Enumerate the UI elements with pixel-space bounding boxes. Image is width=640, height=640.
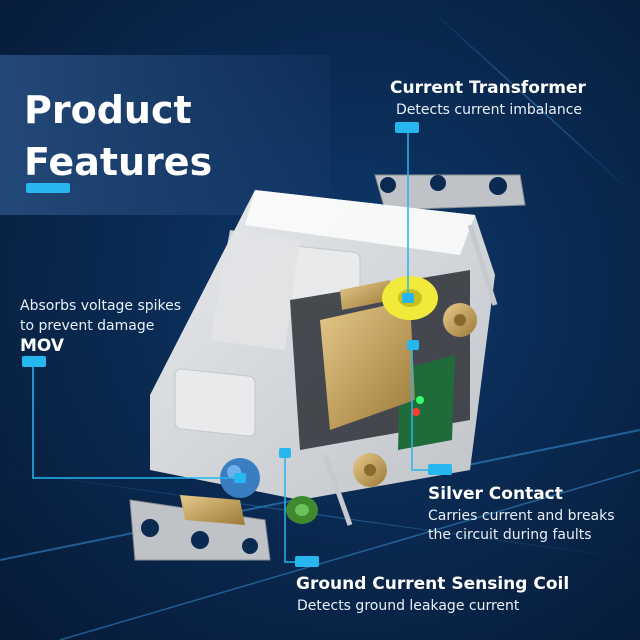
mov-title: MOV [20, 336, 65, 356]
silver-contact-desc-line-1: Carries current and breaks [428, 508, 615, 524]
page-title: Product Features [24, 84, 212, 188]
title-line-2: Features [24, 140, 213, 184]
current-transformer-desc: Detects current imbalance [396, 102, 583, 118]
mov-desc-line-2: to prevent damage [20, 318, 155, 334]
mounting-strap-top [374, 174, 526, 211]
title-line-1: Product [24, 88, 192, 132]
title-accent-bar [26, 183, 70, 193]
mov-desc-line-1: Absorbs voltage spikes [20, 298, 182, 314]
silver-contact-desc-line-2: the circuit during faults [428, 527, 592, 543]
ground-coil-desc: Detects ground leakage current [297, 598, 520, 614]
current-transformer-title: Current Transformer [390, 78, 586, 98]
silver-contact-title: Silver Contact [428, 484, 563, 504]
ground-coil-title: Ground Current Sensing Coil [296, 574, 570, 594]
leader-mov [32, 360, 240, 479]
leader-markers [22, 122, 452, 567]
mounting-strap-bottom [129, 499, 271, 561]
